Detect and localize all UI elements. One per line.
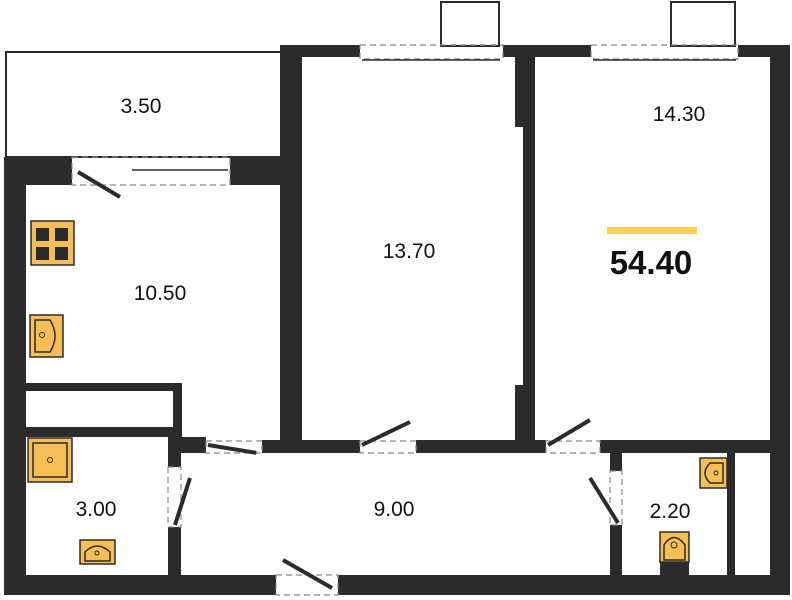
balcony-outline-left	[440, 1, 500, 47]
bathroom-sink-icon	[79, 539, 116, 565]
wc-area: 2.20	[650, 500, 691, 523]
wc-sink-icon	[699, 457, 728, 489]
bathroom-area: 3.00	[76, 498, 117, 521]
loggia-area: 3.50	[121, 95, 162, 118]
walls	[4, 45, 790, 595]
windows	[71, 44, 739, 199]
hallway-area: 9.00	[374, 498, 415, 521]
kitchen-sink-icon	[29, 314, 64, 358]
toilet-icon	[659, 531, 690, 575]
balcony-outline-right	[670, 1, 736, 47]
living-room-area: 14.30	[653, 103, 706, 126]
total-area: 54.40	[610, 244, 693, 281]
total-area-accent-bar	[607, 227, 697, 234]
doors	[167, 418, 623, 596]
bathtub-icon	[27, 437, 73, 483]
stove-icon	[30, 220, 75, 266]
kitchen-area: 10.50	[134, 282, 187, 305]
bedroom-area: 13.70	[383, 240, 436, 263]
